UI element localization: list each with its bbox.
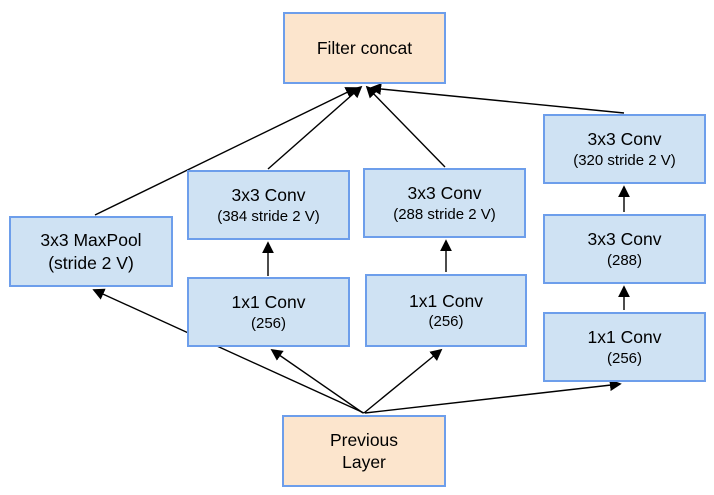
node-label: 3x3 MaxPool: [40, 230, 142, 251]
edge-arrow: [369, 83, 625, 114]
node-conv320: 3x3 Conv (320 stride 2 V): [543, 114, 706, 184]
node-conv288-stride2: 3x3 Conv (288 stride 2 V): [363, 168, 526, 238]
node-label: Filter concat: [316, 37, 413, 58]
node-conv1x1-a: 1x1 Conv (256): [187, 277, 350, 347]
edge-arrow: [364, 379, 622, 414]
edge-arrow: [270, 348, 364, 414]
node-sublabel: (256): [606, 349, 643, 367]
node-sublabel: (288): [606, 251, 643, 269]
edge-arrow: [365, 85, 446, 168]
node-previous-layer: Previous Layer: [282, 415, 446, 487]
node-sublabel: (384 stride 2 V): [217, 207, 320, 225]
node-label: 3x3 Conv: [407, 183, 482, 204]
node-sublabel: (320 stride 2 V): [573, 151, 676, 169]
node-sublabel: Layer: [342, 452, 386, 472]
node-label: 1x1 Conv: [409, 290, 483, 311]
node-sublabel: (stride 2 V): [48, 252, 134, 273]
node-label: 3x3 Conv: [587, 129, 662, 150]
node-sublabel: (256): [428, 313, 464, 331]
node-conv1x1-b: 1x1 Conv (256): [365, 274, 527, 347]
node-label: 3x3 Conv: [587, 229, 662, 250]
node-sublabel: (256): [250, 314, 287, 332]
edge-arrow: [363, 348, 443, 414]
node-sublabel: (288 stride 2 V): [393, 205, 496, 223]
node-label: 1x1 Conv: [231, 292, 306, 313]
node-label: Previous: [329, 429, 399, 450]
node-filter-concat: Filter concat: [283, 12, 446, 84]
node-maxpool: 3x3 MaxPool (stride 2 V): [9, 216, 173, 287]
edge-arrow: [267, 85, 363, 170]
node-label: 1x1 Conv: [587, 327, 662, 348]
node-conv288: 3x3 Conv (288): [543, 214, 706, 284]
node-conv1x1-c: 1x1 Conv (256): [543, 312, 706, 382]
edge-arrow: [94, 87, 358, 216]
node-conv384: 3x3 Conv (384 stride 2 V): [187, 170, 350, 240]
edge-arrow: [92, 288, 365, 414]
node-label: 3x3 Conv: [231, 185, 306, 206]
